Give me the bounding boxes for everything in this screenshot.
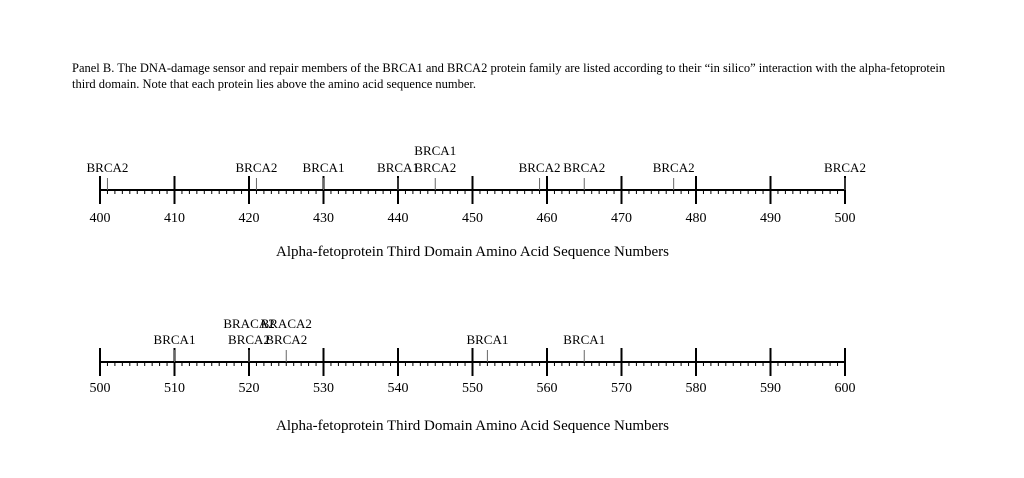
protein-label: BRCA2 [563, 160, 605, 175]
tick-label: 400 [90, 211, 111, 226]
tick-label: 450 [462, 211, 483, 226]
tick-label: 420 [239, 211, 260, 226]
tick-label: 410 [164, 211, 185, 226]
tick-label: 470 [611, 211, 632, 226]
protein-label: BRCA1 [414, 143, 456, 158]
protein-label: BRCA2 [265, 332, 307, 347]
protein-label: BRACA2 [261, 316, 312, 331]
tick-label: 460 [537, 211, 558, 226]
tick-label: 490 [760, 211, 781, 226]
protein-label: BRACA2 [223, 316, 274, 331]
protein-label: BRCA2 [235, 160, 277, 175]
tick-label: 430 [313, 211, 334, 226]
tick-label: 570 [611, 381, 632, 396]
tick-label: 530 [313, 381, 334, 396]
tick-label: 480 [686, 211, 707, 226]
tick-label: 500 [90, 381, 111, 396]
protein-label: BRCA2 [519, 160, 561, 175]
protein-label: BRCA1 [303, 160, 345, 175]
tick-label: 550 [462, 381, 483, 396]
protein-label: BRCA2 [86, 160, 128, 175]
sequence-scale-500-600: 500 510 520 530 540 550 560 570 580 590 600 BRCA1 BR… [90, 316, 856, 434]
tick-label: 510 [164, 381, 185, 396]
protein-label: BRCA1 [377, 160, 419, 175]
axis-title: Alpha-fetoprotein Third Domain Amino Aci… [276, 244, 669, 260]
tick-label: 560 [537, 381, 558, 396]
protein-label: BRCA2 [228, 332, 270, 347]
axis-title: Alpha-fetoprotein Third Domain Amino Aci… [276, 418, 669, 434]
tick-label: 580 [686, 381, 707, 396]
tick-label: 440 [388, 211, 409, 226]
protein-label: BRCA2 [414, 160, 456, 175]
protein-label: BRCA2 [653, 160, 695, 175]
tick-label: 590 [760, 381, 781, 396]
protein-label: BRCA1 [154, 332, 196, 347]
protein-label: BRCA1 [563, 332, 605, 347]
tick-label: 520 [239, 381, 260, 396]
tick-label: 600 [835, 381, 856, 396]
tick-label: 500 [835, 211, 856, 226]
protein-label: BRCA2 [824, 160, 866, 175]
figure-caption: Panel B. The DNA-damage sensor and repai… [72, 61, 946, 91]
tick-label: 540 [388, 381, 409, 396]
protein-label: BRCA1 [466, 332, 508, 347]
